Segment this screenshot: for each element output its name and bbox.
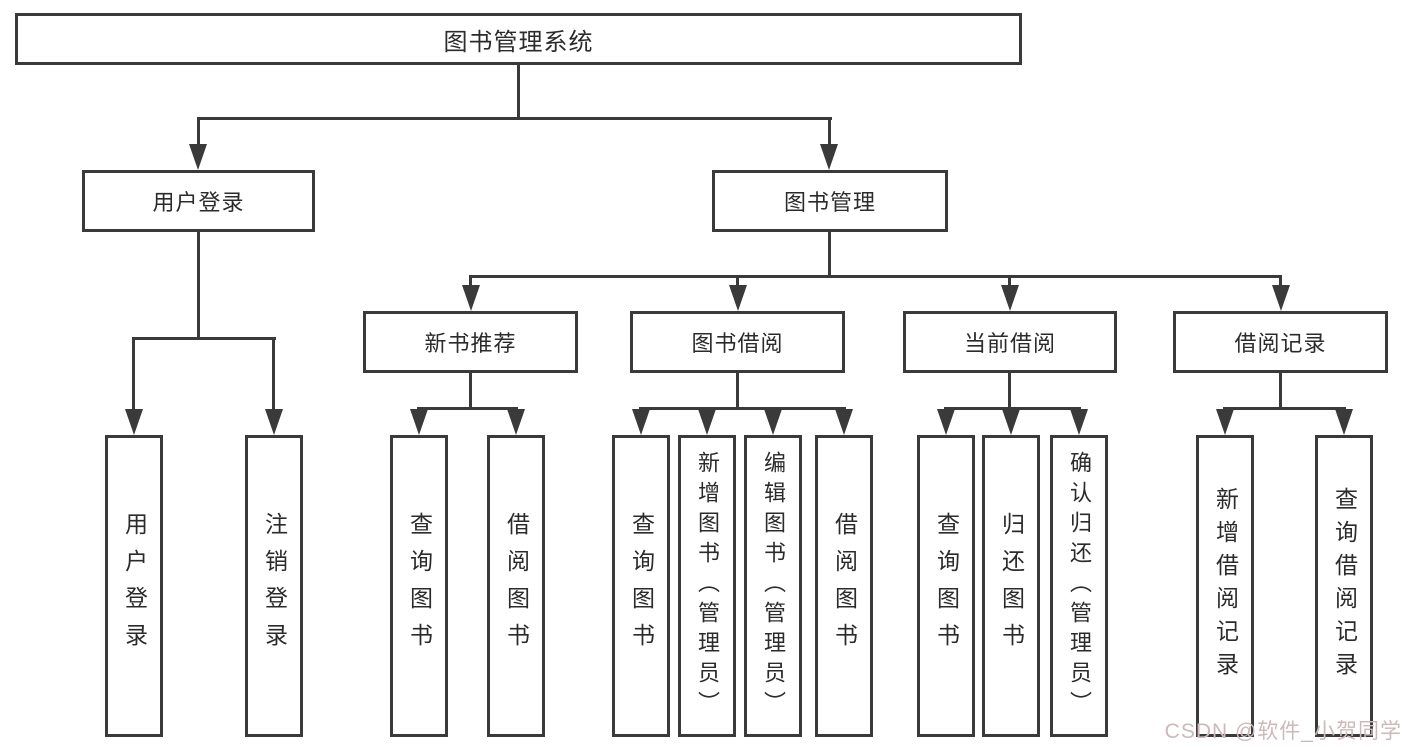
arrow-down-icon — [507, 409, 525, 435]
leaf-label: 查询图书 — [933, 512, 960, 660]
connector-line — [1279, 371, 1282, 409]
leaf-return-book: 归还图书 — [982, 435, 1040, 737]
leaf-logout-login: 注销登录 — [245, 435, 303, 737]
leaf-label: 注销登录 — [261, 512, 288, 660]
leaf-add-borrow-record: 新增借阅记录 — [1196, 435, 1254, 737]
connector-line — [1008, 371, 1011, 409]
arrow-down-icon — [189, 144, 207, 170]
arrow-down-icon — [1002, 409, 1020, 435]
leaf-label: 新增借阅记录 — [1212, 487, 1239, 685]
connector-line — [1223, 407, 1346, 410]
node-library-system: 图书管理系统 — [15, 13, 1022, 65]
arrow-down-icon — [462, 285, 480, 311]
arrow-down-icon — [632, 409, 650, 435]
arrow-down-icon — [835, 409, 853, 435]
leaf-label: 归还图书 — [998, 512, 1025, 660]
connector-line — [197, 117, 832, 120]
arrow-down-icon — [1272, 285, 1290, 311]
connector-line — [132, 337, 276, 340]
node-label: 图书管理系统 — [443, 28, 594, 56]
leaf-label: 借阅图书 — [831, 512, 858, 660]
leaf-edit-book-admin: 编辑图书（管理员） — [744, 435, 802, 737]
leaf-query-borrow-record: 查询借阅记录 — [1315, 435, 1373, 737]
leaf-query-books-borrow: 查询图书 — [612, 435, 670, 737]
connector-line — [828, 117, 831, 149]
leaf-label: 借阅图书 — [503, 512, 530, 660]
connector-line — [736, 371, 739, 409]
leaf-query-books-current: 查询图书 — [917, 435, 975, 737]
arrow-down-icon — [265, 409, 283, 435]
arrow-down-icon — [1001, 285, 1019, 311]
node-label: 图书管理 — [783, 190, 876, 215]
leaf-label: 确认归还（管理员） — [1067, 451, 1092, 721]
node-current-borrow: 当前借阅 — [903, 311, 1117, 373]
node-user-login: 用户登录 — [82, 170, 315, 232]
leaf-borrow-books-recommend: 借阅图书 — [487, 435, 545, 737]
connector-line — [469, 371, 472, 409]
connector-line — [517, 64, 520, 119]
arrow-down-icon — [1070, 409, 1088, 435]
connector-line — [417, 407, 518, 410]
connector-line — [736, 275, 739, 289]
node-label: 图书借阅 — [691, 331, 784, 356]
node-label: 新书推荐 — [424, 331, 517, 356]
leaf-add-book-admin: 新增图书（管理员） — [678, 435, 736, 737]
connector-line — [197, 229, 200, 339]
leaf-confirm-return-admin: 确认归还（管理员） — [1050, 435, 1108, 737]
csdn-watermark: CSDN @软件_小贺同学 — [1164, 720, 1402, 743]
connector-line — [828, 230, 831, 277]
connector-line — [132, 337, 135, 413]
leaf-borrow-books: 借阅图书 — [815, 435, 873, 737]
connector-line — [944, 407, 1081, 410]
leaf-label: 查询图书 — [406, 512, 433, 660]
connector-line — [1279, 275, 1282, 289]
leaf-user-login: 用户登录 — [105, 435, 163, 737]
node-new-book-recommend: 新书推荐 — [363, 311, 578, 373]
arrow-down-icon — [698, 409, 716, 435]
arrow-down-icon — [410, 409, 428, 435]
node-book-management: 图书管理 — [712, 170, 948, 232]
node-label: 当前借阅 — [963, 331, 1056, 356]
connector-line — [469, 275, 472, 289]
leaf-label: 新增图书（管理员） — [695, 451, 720, 721]
arrow-down-icon — [820, 144, 838, 170]
arrow-down-icon — [125, 409, 143, 435]
leaf-label: 用户登录 — [121, 512, 148, 660]
arrow-down-icon — [1216, 409, 1234, 435]
arrow-down-icon — [1335, 409, 1353, 435]
node-label: 用户登录 — [152, 190, 245, 215]
arrow-down-icon — [729, 285, 747, 311]
connector-line — [639, 407, 846, 410]
arrow-down-icon — [937, 409, 955, 435]
node-book-borrow: 图书借阅 — [630, 311, 845, 373]
leaf-label: 编辑图书（管理员） — [761, 451, 786, 721]
leaf-query-books-recommend: 查询图书 — [390, 435, 448, 737]
arrow-down-icon — [764, 409, 782, 435]
connector-line — [1008, 275, 1011, 289]
connector-line — [469, 275, 1282, 278]
leaf-label: 查询图书 — [628, 512, 655, 660]
node-borrow-records: 借阅记录 — [1173, 311, 1388, 373]
node-label: 借阅记录 — [1234, 331, 1327, 356]
connector-line — [272, 337, 275, 413]
leaf-label: 查询借阅记录 — [1331, 487, 1358, 685]
connector-line — [197, 117, 200, 149]
